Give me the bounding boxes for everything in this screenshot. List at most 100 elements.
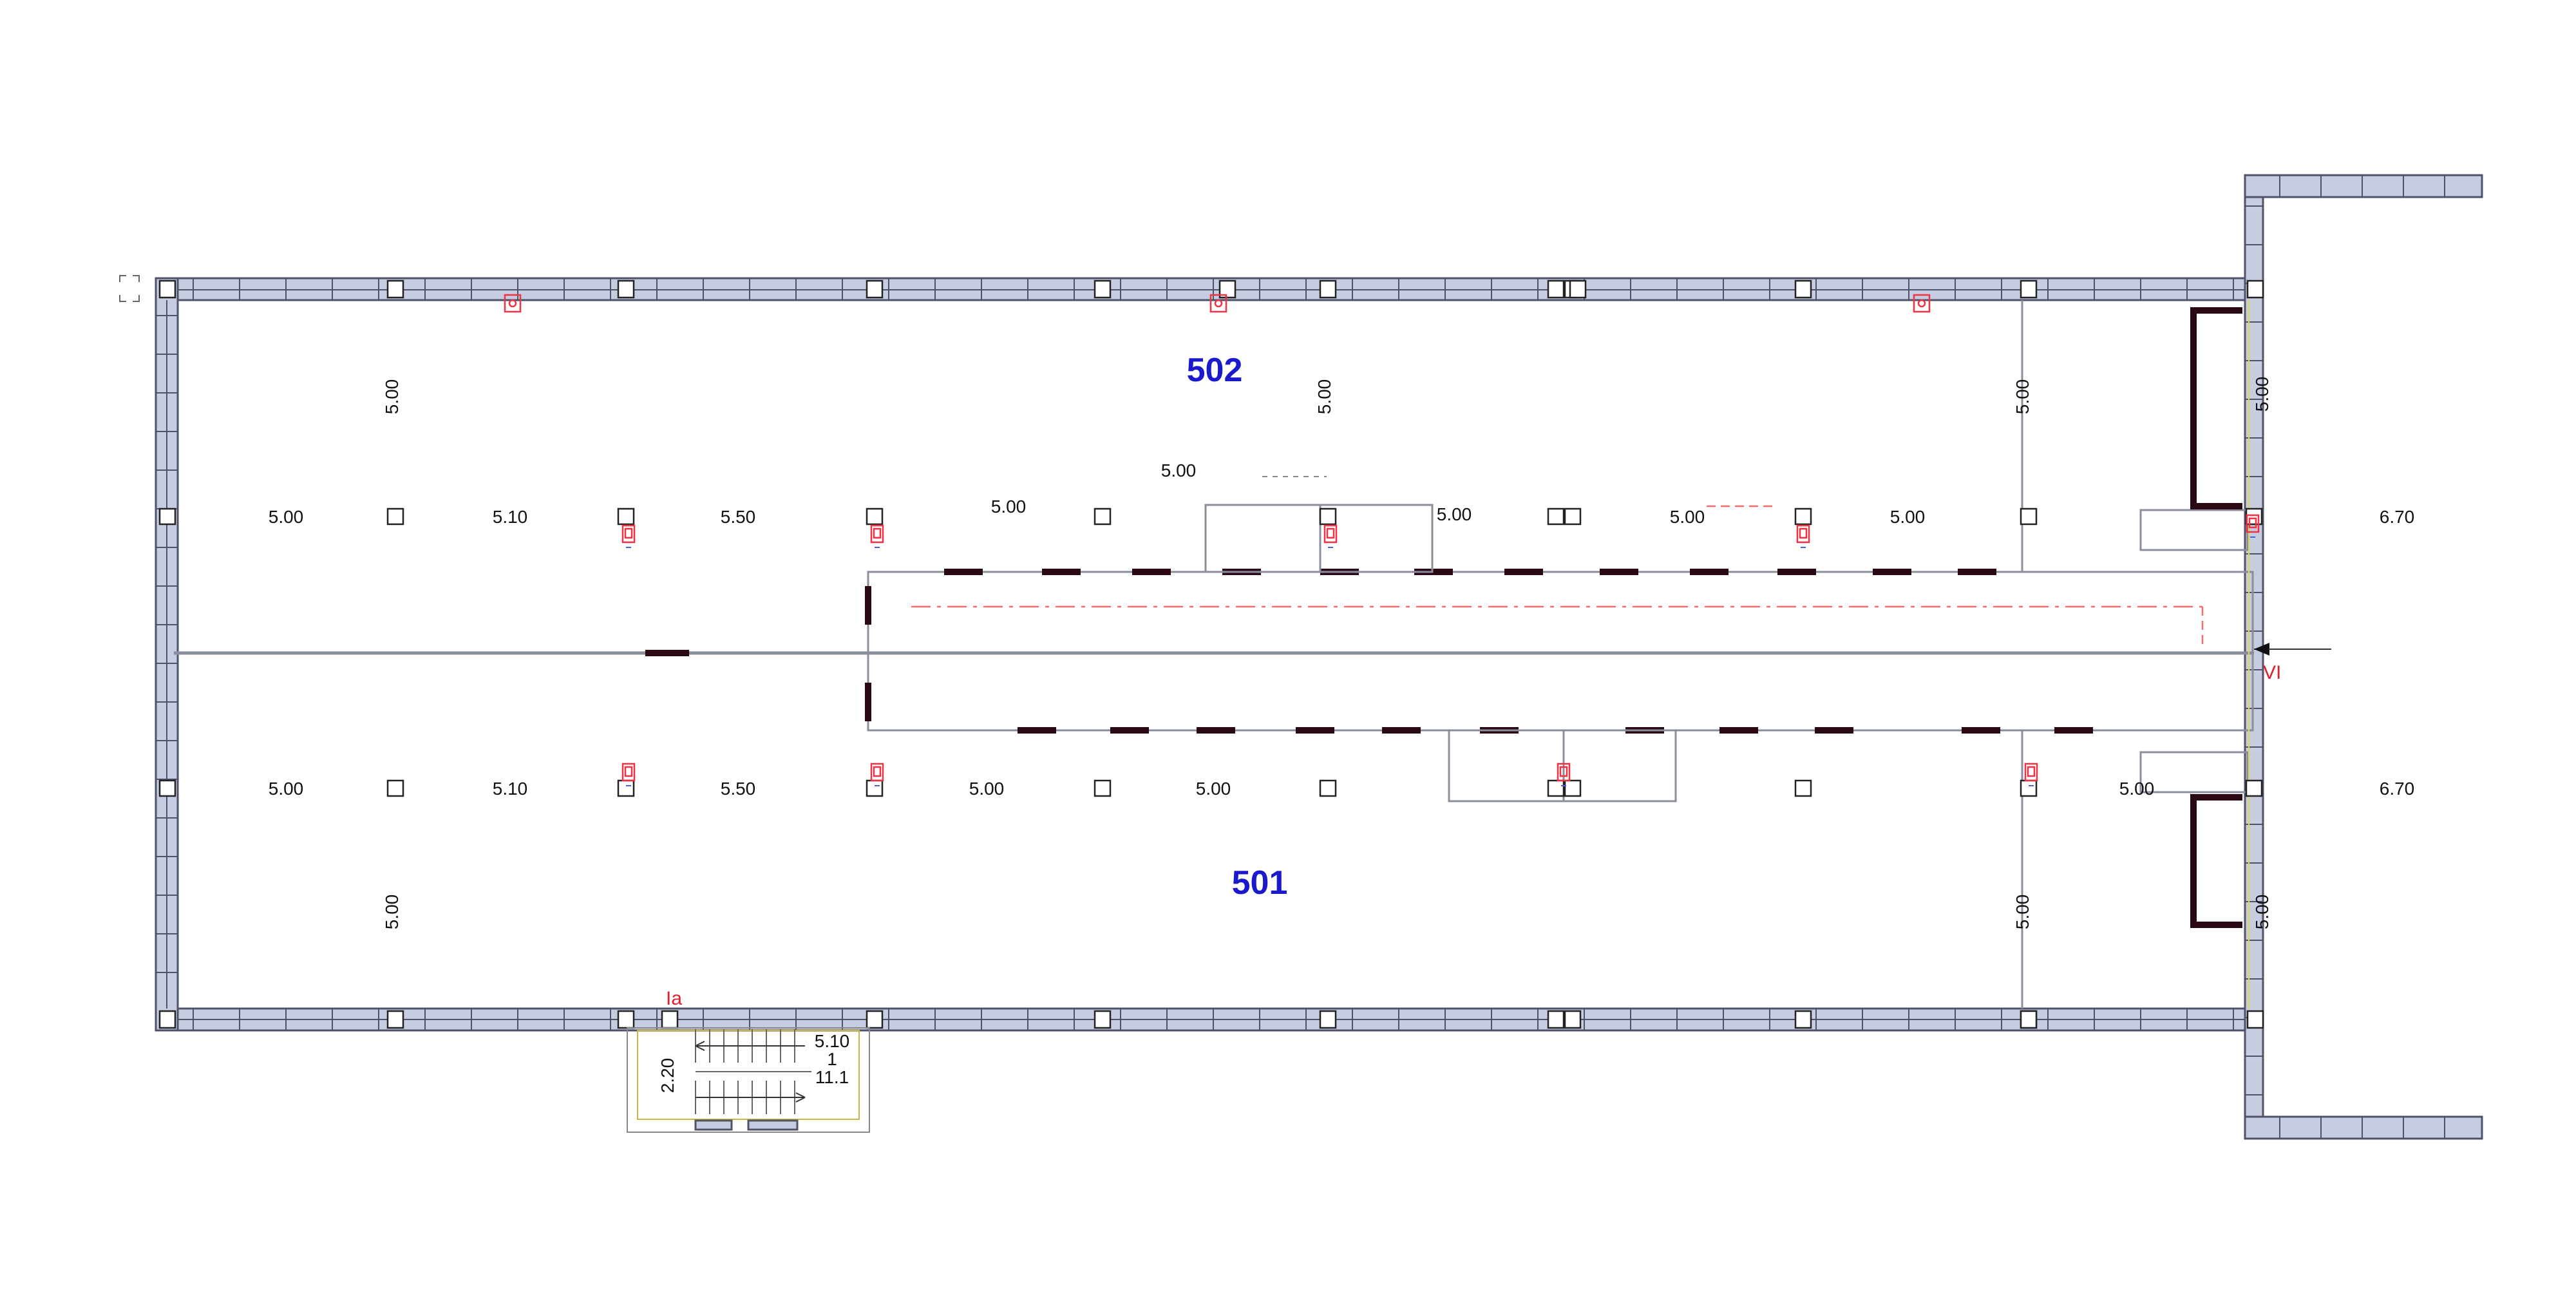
stair-outer: [627, 1027, 870, 1133]
column-north: [1794, 507, 1812, 526]
stair-dimensions: 2.20 5.10 1 11.1: [658, 1031, 849, 1093]
fixture-icon: [621, 763, 636, 786]
dim-south-1: 5.00: [269, 779, 304, 799]
pilaster-south: [158, 1010, 176, 1029]
column-north: [386, 507, 404, 526]
column-south: [1547, 779, 1565, 797]
column-north: [2020, 507, 2038, 526]
east-wing-south-wall: [2244, 1115, 2483, 1140]
pilaster-north: [1569, 280, 1587, 299]
pilaster-north: [866, 280, 884, 299]
fixture-icon: [621, 524, 636, 548]
column-north: [1319, 507, 1337, 526]
pilaster-south: [617, 1010, 635, 1029]
pilaster-north: [2020, 280, 2038, 299]
east-stub-south: [2139, 751, 2249, 793]
fixture-icon: [2246, 514, 2260, 538]
dim-south-7: 6.70: [2380, 779, 2415, 799]
pilaster-south: [1319, 1010, 1337, 1029]
dim-north-7: 5.00: [1890, 507, 1926, 527]
pilaster-south: [661, 1010, 679, 1029]
column-north: [1094, 507, 1112, 526]
fixture-icon: [1323, 524, 1338, 548]
column-north: [1564, 507, 1582, 526]
column-south: [386, 779, 404, 797]
pilaster-south: [2020, 1010, 2038, 1029]
east-dark-wall-south: [2190, 794, 2242, 928]
stair-inner: [637, 1030, 860, 1120]
pilaster-south: [1094, 1010, 1112, 1029]
pilaster-south: [866, 1010, 884, 1029]
staircase: [627, 1027, 870, 1133]
stair-treads: [695, 1029, 811, 1114]
column-south: [617, 779, 635, 797]
column-edge-south: [2245, 779, 2263, 797]
column-south: [1094, 779, 1112, 797]
column-south: [2020, 779, 2038, 797]
dim-north-above: 5.00: [1161, 460, 1197, 480]
pilaster-north: [1094, 280, 1112, 299]
partitions: [1204, 300, 2249, 1009]
east-stub-north: [2139, 509, 2249, 551]
dim-north-2: 5.10: [493, 507, 528, 527]
column-north: [866, 507, 884, 526]
column-south: [1319, 779, 1337, 797]
column-edge-north: [158, 507, 176, 526]
stair-depth-dim: 2.20: [658, 1058, 677, 1094]
pilaster-north: [1794, 280, 1812, 299]
fixture-icon: [870, 524, 884, 548]
pilaster-south: [1547, 1010, 1565, 1029]
column-edge-north: [2245, 507, 2263, 526]
stair-window-right: [747, 1119, 799, 1131]
fixture-icon: [2024, 763, 2038, 786]
north-dimension-row: 5.00 5.10 5.50 5.00 5.00 5.00 5.00 6.70 …: [269, 460, 2415, 527]
pilaster-north: [617, 280, 635, 299]
dim-south-2: 5.10: [493, 779, 528, 799]
dim-vert-north-2: 5.00: [1314, 379, 1334, 415]
pilaster-south: [2246, 1010, 2264, 1029]
column-north: [617, 507, 635, 526]
corridor-openings: [865, 569, 2093, 734]
central-corridor: [867, 571, 2254, 732]
dim-north-4: 5.00: [991, 497, 1027, 517]
dim-vert-north-3: 5.00: [2012, 379, 2032, 415]
dim-vert-south-3: 5.00: [2252, 895, 2272, 930]
dim-vert-north-1: 5.00: [382, 379, 402, 415]
room-label-502: 502: [1187, 352, 1243, 389]
pilaster-north: [1319, 280, 1337, 299]
fixtures: [504, 294, 2260, 786]
dim-south-3: 5.50: [721, 779, 756, 799]
dim-vert-south-2: 5.00: [2012, 895, 2032, 930]
column-south: [1564, 779, 1582, 797]
stair-window-left: [694, 1119, 733, 1131]
east-dark-wall-north: [2190, 307, 2242, 509]
fixture-icon: [1557, 763, 1571, 786]
dim-north-5: 5.00: [1437, 504, 1472, 524]
dim-north-1: 5.00: [269, 507, 304, 527]
pilaster-south: [1794, 1010, 1812, 1029]
dim-vert-south-1: 5.00: [382, 895, 402, 930]
column-south: [1794, 779, 1812, 797]
wall-fixture-icon: [504, 294, 522, 313]
stair-note-label: 11.1: [815, 1067, 849, 1087]
column-south: [866, 779, 884, 797]
section-mark-stair: Ia: [666, 988, 682, 1009]
column-edge-south: [158, 779, 176, 797]
dim-vert-north-4: 5.00: [2252, 377, 2272, 412]
fixture-icon: [870, 763, 884, 786]
pilaster-north: [2246, 280, 2264, 299]
exterior-walls: [155, 174, 2483, 1140]
dim-north-6: 5.00: [1670, 507, 1705, 527]
section-arrow-icon: [2254, 643, 2269, 656]
stair-steps-label: 1: [827, 1049, 837, 1069]
vertical-dimensions: 5.00 5.00 5.00 5.00 5.00 5.00 5.00: [382, 377, 2272, 930]
dim-south-6: 5.00: [2119, 779, 2155, 799]
pilaster-south: [1564, 1010, 1582, 1029]
corner-marker-icon: [119, 275, 140, 302]
column-north: [1547, 507, 1565, 526]
fixture-icon: [1796, 524, 1810, 548]
wall-fixture-icon: [1913, 294, 1931, 313]
dim-south-5: 5.00: [1196, 779, 1231, 799]
south-niche: [1448, 729, 1677, 802]
